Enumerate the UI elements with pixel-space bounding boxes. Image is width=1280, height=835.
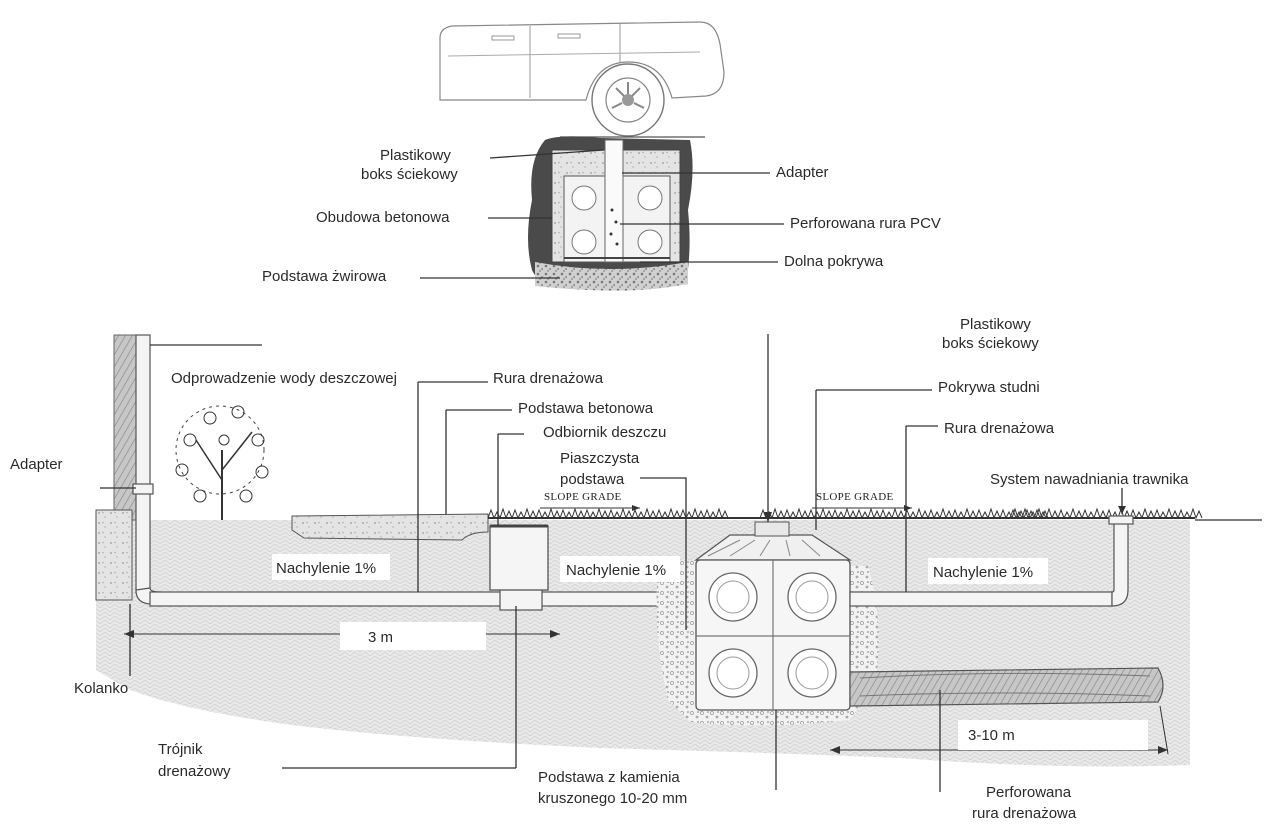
shrub-illustration [175, 405, 269, 520]
label-tee-2: drenażowy [158, 763, 231, 780]
label-concrete-base: Podstawa betonowa [518, 400, 654, 417]
label-lawn-irrigation: System nawadniania trawnika [990, 471, 1189, 488]
slope-box-right [928, 558, 1048, 584]
irrigation-cap [1108, 515, 1134, 525]
rain-receiver [489, 524, 549, 591]
perforated-drain-pipe [849, 667, 1164, 707]
building-wall [95, 334, 137, 601]
label-drain-pipe-right: Rura drenażowa [944, 420, 1055, 437]
label-slope-grade-2: SLOPE GRADE [816, 491, 894, 503]
car-illustration [439, 21, 725, 137]
label-dist-3m: 3 m [368, 629, 393, 646]
label-bottom-cover: Dolna pokrywa [784, 253, 884, 270]
label-perforated-pvc: Perforowana rura PCV [790, 215, 941, 232]
label-stone-base-2: kruszonego 10-20 mm [538, 790, 687, 807]
label-well-cover: Pokrywa studni [938, 379, 1040, 396]
label-plastic-box-top-1: Plastikowy [380, 147, 451, 164]
dimension-3-10m [830, 705, 1169, 755]
label-slope-right: Nachylenie 1% [933, 564, 1033, 581]
label-rain-downpipe: Odprowadzenie wody deszczowej [171, 370, 397, 387]
downpipe [135, 334, 151, 594]
label-plastic-box-main-2: boks ściekowy [942, 335, 1039, 352]
dimension-3m [124, 622, 560, 650]
tee-joint [499, 587, 543, 611]
label-tee-1: Trójnik [158, 741, 203, 758]
label-perforated-drain-1: Perforowana [986, 784, 1072, 801]
slope-grade-left [540, 505, 640, 511]
label-rain-receiver: Odbiornik deszczu [543, 424, 666, 441]
label-slope-left: Nachylenie 1% [276, 560, 376, 577]
top-soil-block [528, 136, 693, 291]
label-sandy-base-1: Piaszczysta [560, 450, 640, 467]
concrete-slab [291, 513, 489, 541]
label-dist-3-10m: 3-10 m [968, 727, 1015, 744]
label-slope-grade-1: SLOPE GRADE [544, 491, 622, 503]
slope-grade-right [812, 505, 912, 511]
label-plastic-box-main-1: Plastikowy [960, 316, 1031, 333]
label-stone-base-1: Podstawa z kamienia [538, 769, 680, 786]
label-adapter-main: Adapter [10, 456, 63, 473]
label-slope-mid: Nachylenie 1% [566, 562, 666, 579]
slope-box-left [272, 554, 390, 580]
slope-box-mid [560, 556, 680, 582]
drain-pipe-right [849, 591, 1113, 607]
label-elbow: Kolanko [74, 680, 128, 697]
label-perforated-drain-2: rura drenażowa [972, 805, 1077, 822]
label-concrete-casing: Obudowa betonowa [316, 209, 450, 226]
drain-pipe-left [149, 591, 696, 607]
label-adapter-top: Adapter [776, 164, 829, 181]
label-drain-pipe-left: Rura drenażowa [493, 370, 604, 387]
adapter-joint [132, 483, 154, 495]
label-plastic-box-top-2: boks ściekowy [361, 166, 458, 183]
label-gravel-base: Podstawa żwirowa [262, 268, 387, 285]
label-sandy-base-2: podstawa [560, 471, 625, 488]
drainage-box [694, 521, 853, 711]
irrigation-riser [1111, 519, 1129, 607]
grass-surface [487, 507, 1262, 521]
